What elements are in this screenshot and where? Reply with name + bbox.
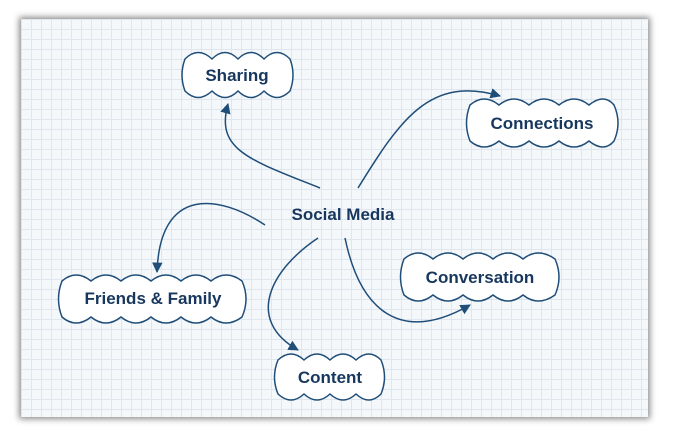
link-content bbox=[267, 237, 319, 351]
link-connections bbox=[357, 88, 502, 189]
node-connections[interactable]: Connections bbox=[465, 98, 619, 148]
center-topic-label[interactable]: Social Media bbox=[292, 205, 396, 224]
node-connections-label: Connections bbox=[491, 114, 594, 133]
node-sharing[interactable]: Sharing bbox=[181, 51, 294, 99]
cloud-shape bbox=[181, 51, 294, 99]
link-sharing bbox=[220, 102, 321, 189]
node-friends-family[interactable]: Friends & Family bbox=[57, 274, 247, 324]
cloud-shape bbox=[273, 353, 386, 401]
node-conversation[interactable]: Conversation bbox=[399, 252, 560, 302]
node-content[interactable]: Content bbox=[273, 353, 386, 401]
node-friends-family-label: Friends & Family bbox=[85, 289, 223, 308]
node-sharing-label: Sharing bbox=[205, 66, 268, 85]
cloud-shape bbox=[465, 98, 619, 148]
cloud-shape bbox=[57, 274, 247, 324]
link-friends bbox=[152, 202, 266, 274]
node-conversation-label: Conversation bbox=[426, 268, 535, 287]
diagram-frame bbox=[21, 19, 648, 417]
node-content-label: Content bbox=[298, 368, 363, 387]
cloud-shape bbox=[399, 252, 560, 302]
link-conversation bbox=[344, 237, 471, 323]
